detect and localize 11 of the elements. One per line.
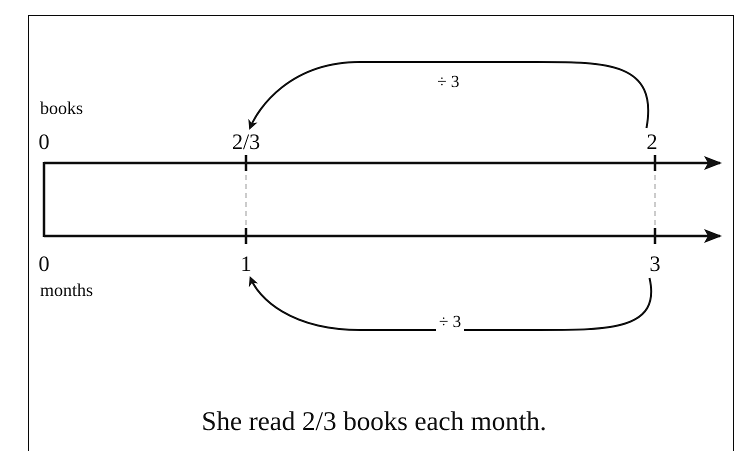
tick-value: 2 [646,130,658,154]
tick-value: 2/3 [232,130,260,154]
tick-value: 1 [240,252,252,276]
axis-label: books [40,97,84,119]
caption: She read 2/3 books each month. [200,405,548,437]
tick-value: 3 [650,252,660,276]
tick-value: 0 [38,252,50,276]
tick-value: 0 [38,130,50,154]
axis-label: months [40,279,94,301]
curved-arrow [248,61,650,130]
curved-arrow [249,276,652,331]
